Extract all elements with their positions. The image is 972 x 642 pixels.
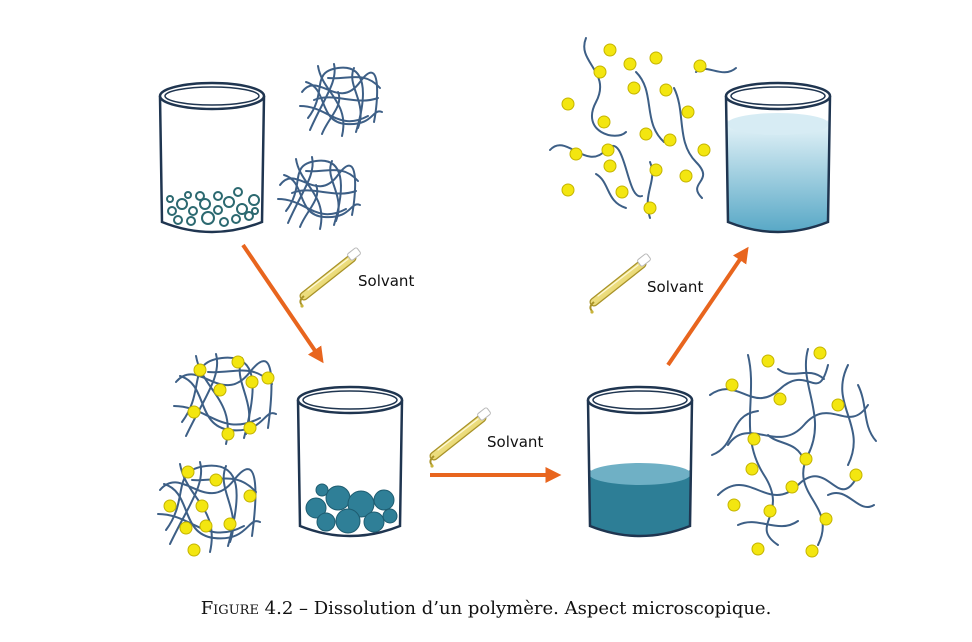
- solvent-label: Solvant: [358, 272, 414, 290]
- swollen-chain-cluster: [158, 354, 276, 556]
- solvent-label: Solvant: [647, 278, 703, 296]
- process-arrow-icon: [668, 252, 745, 365]
- process-arrow-icon: [243, 245, 320, 358]
- caption-dash: –: [293, 598, 313, 619]
- solvent-label: Solvant: [487, 433, 543, 451]
- figure-caption: Figure 4.2 – Dissolution d’un polymère. …: [0, 598, 972, 619]
- pipette-icon: [590, 253, 651, 313]
- beaker-gel-liquid: [588, 387, 692, 536]
- caption-text: Dissolution d’un polymère. Aspect micros…: [314, 598, 772, 619]
- free-chains-in-solvent: [550, 38, 736, 218]
- beaker-polymer-grains: [160, 83, 264, 232]
- figure-number: Figure 4.2: [201, 598, 294, 619]
- pipette-icon: [430, 407, 491, 467]
- beaker-solution: [726, 83, 830, 232]
- polymer-chain-cluster: [278, 64, 382, 229]
- pipette-icon: [300, 247, 361, 307]
- beaker-swollen-gel: [298, 387, 402, 536]
- dissolution-diagram: Solvant: [0, 0, 972, 590]
- dispersed-chain-network: [710, 347, 876, 557]
